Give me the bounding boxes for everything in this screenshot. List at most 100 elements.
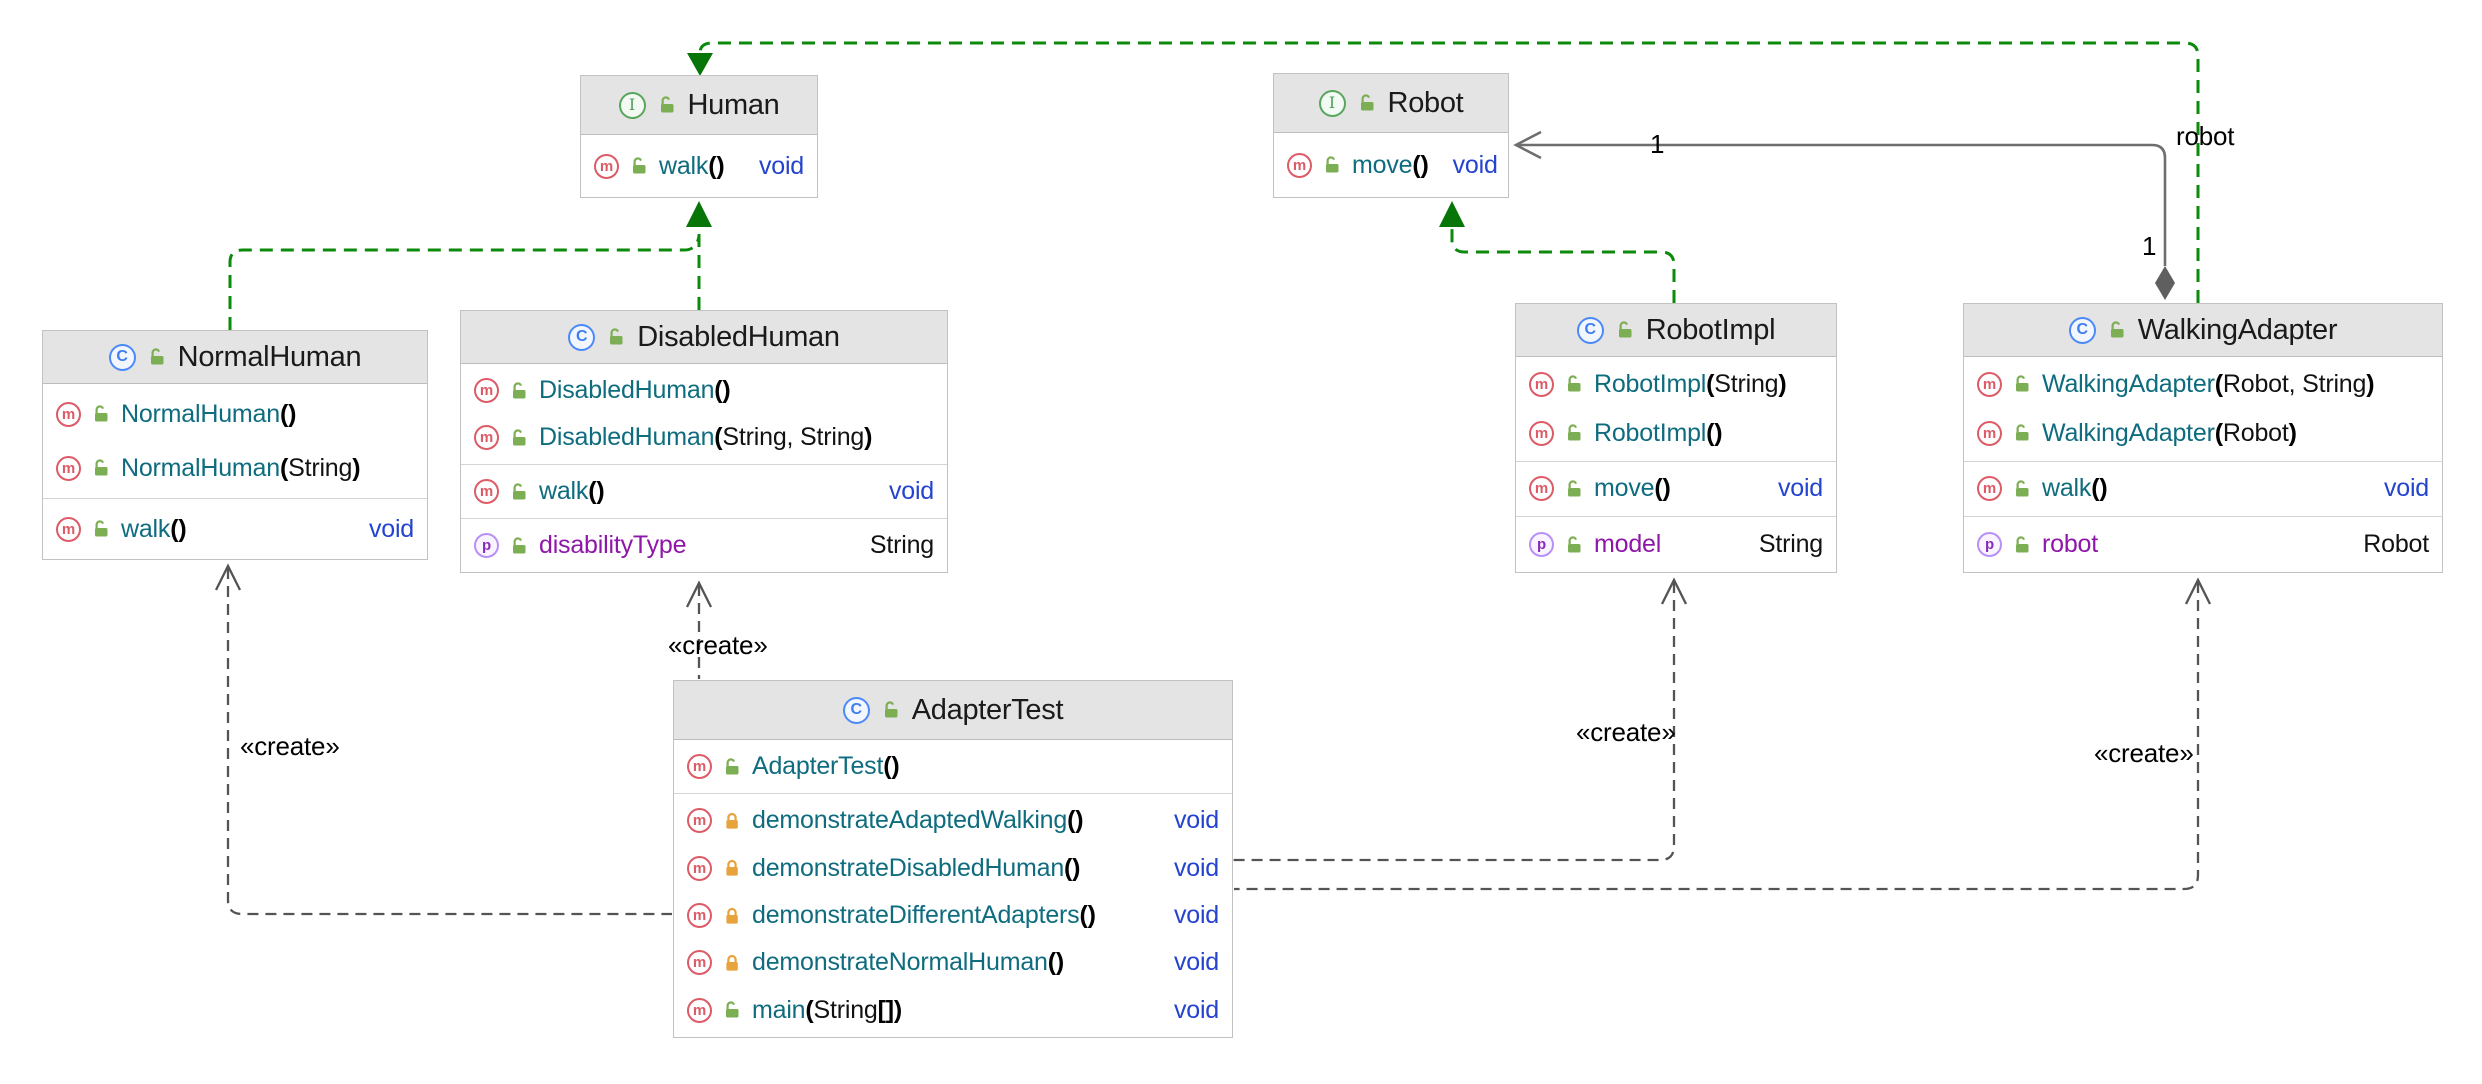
implements-arrowhead xyxy=(1439,201,1465,227)
member-type: void xyxy=(1173,948,1219,977)
method-icon: m xyxy=(1287,152,1312,178)
member-signature: walk() xyxy=(659,151,725,180)
method-icon: m xyxy=(687,903,712,929)
member-type: void xyxy=(1173,806,1219,835)
edge-association-walkingadapter-robot[interactable] xyxy=(1513,130,2175,300)
public-lock-icon xyxy=(1568,375,1581,392)
create-label-robotimpl: «create» xyxy=(1576,717,1676,747)
method-icon: m xyxy=(56,401,81,427)
create-label-walkingadapter: «create» xyxy=(2094,738,2194,768)
member-type: void xyxy=(1173,995,1219,1024)
property-icon: p xyxy=(474,533,499,558)
public-lock-icon xyxy=(2016,535,2029,553)
method-icon: m xyxy=(474,479,499,504)
member-type: void xyxy=(2383,474,2429,503)
member-type: void xyxy=(758,151,804,180)
aggregation-diamond xyxy=(2155,266,2175,300)
create-label-disabledhuman: «create» xyxy=(668,630,768,660)
member-signature: model xyxy=(1594,530,1662,559)
class-icon: C xyxy=(842,696,870,724)
member-type: void xyxy=(1452,150,1498,179)
interface-icon: I xyxy=(1318,89,1346,117)
public-lock-icon xyxy=(633,157,646,174)
edge-implements-walkingadapter-human[interactable] xyxy=(687,41,2200,303)
member-row: m NormalHuman() xyxy=(43,387,427,441)
edge-create-adaptertest-robotimpl[interactable] xyxy=(1233,577,1688,862)
member-type: void xyxy=(1173,853,1219,882)
class-title: DisabledHuman xyxy=(637,320,840,353)
private-lock-icon xyxy=(726,907,738,924)
member-signature: demonstrateDisabledHuman() xyxy=(752,853,1081,882)
private-lock-icon xyxy=(726,860,738,876)
edge-create-adaptertest-normalhuman[interactable] xyxy=(214,563,672,916)
member-type: Robot xyxy=(2363,530,2429,559)
open-arrowhead xyxy=(1513,130,1542,160)
class-icon: C xyxy=(108,343,136,371)
public-lock-icon xyxy=(513,428,526,445)
edge-implements-robotimpl-robot[interactable] xyxy=(1439,201,1676,303)
method-icon: m xyxy=(594,153,619,179)
class-icon: C xyxy=(568,323,596,351)
public-lock-icon xyxy=(2110,321,2124,338)
member-type: String xyxy=(1758,530,1823,559)
public-lock-icon xyxy=(660,96,673,113)
member-signature: disabilityType xyxy=(539,531,687,559)
class-title: AdapterTest xyxy=(911,693,1064,726)
member-signature: demonstrateDifferentAdapters() xyxy=(752,901,1096,930)
class-title: RobotImpl xyxy=(1645,313,1776,346)
public-lock-icon xyxy=(95,459,108,476)
public-lock-icon xyxy=(150,348,164,365)
member-signature: demonstrateAdaptedWalking() xyxy=(752,806,1084,835)
member-signature: NormalHuman() xyxy=(121,399,297,428)
edge-implements-normalhuman-human[interactable] xyxy=(228,201,712,330)
public-lock-icon xyxy=(95,520,108,537)
public-lock-icon xyxy=(95,405,108,422)
private-lock-icon xyxy=(726,812,738,829)
public-lock-icon xyxy=(884,701,898,718)
method-icon: m xyxy=(1977,420,2002,446)
member-type: void xyxy=(368,514,414,543)
class-header-disabled-human[interactable]: C DisabledHuman xyxy=(461,311,947,364)
method-icon: m xyxy=(1977,476,2002,502)
edge-create-adaptertest-disabledhuman[interactable] xyxy=(685,580,713,679)
open-arrowhead xyxy=(1660,577,1688,605)
open-arrowhead xyxy=(685,580,713,608)
member-signature: main(String[]) xyxy=(752,995,903,1024)
member-signature: WalkingAdapter(Robot, String) xyxy=(2042,369,2375,398)
edge-create-adaptertest-walkingadapter[interactable] xyxy=(1234,577,2212,891)
member-row: m walk() void xyxy=(581,138,817,194)
member-signature: DisabledHuman(String, String) xyxy=(539,423,873,451)
method-icon: m xyxy=(1529,420,1554,446)
class-header-adapter-test[interactable]: C AdapterTest xyxy=(674,681,1232,740)
method-icon: m xyxy=(56,516,81,542)
member-type: void xyxy=(888,477,934,505)
public-lock-icon xyxy=(1618,321,1632,338)
method-icon: m xyxy=(474,378,499,403)
member-signature: move() xyxy=(1352,150,1429,179)
open-arrowhead xyxy=(2184,577,2212,605)
